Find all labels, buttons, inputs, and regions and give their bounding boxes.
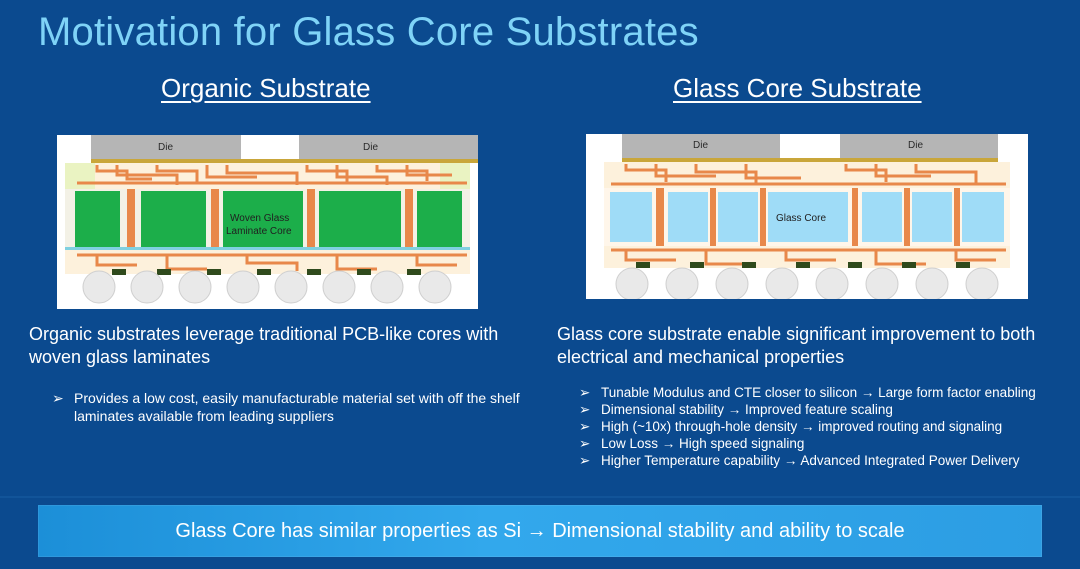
core-label-line2: Laminate Core <box>226 226 292 237</box>
list-item: ➢ Dimensional stability → Improved featur… <box>579 401 1074 418</box>
glass-core-summary: Glass core substrate enable significant … <box>557 324 1036 367</box>
die-left-label: Die <box>158 142 173 153</box>
die-right-label: Die <box>908 140 923 151</box>
glass-bullet-list: ➢ Tunable Modulus and CTE closer to silic… <box>579 384 1074 469</box>
bullet-text: Low Loss → High speed signaling <box>601 436 805 451</box>
bullet-arrow-icon: ➢ <box>579 453 591 468</box>
die-left <box>91 135 241 160</box>
bullet-text: Tunable Modulus and CTE closer to silico… <box>601 385 1036 400</box>
core-label-line1: Woven Glass <box>230 213 289 224</box>
die-right-label: Die <box>363 142 378 153</box>
organic-substrate-heading: Organic Substrate <box>161 73 371 103</box>
bullet-arrow-icon: ➢ <box>52 390 64 406</box>
glass-core-label: Glass Core <box>776 213 826 224</box>
organic-substrate-summary: Organic substrates leverage traditional … <box>29 324 499 367</box>
list-item: ➢ Tunable Modulus and CTE closer to silic… <box>579 384 1074 401</box>
bullet-arrow-icon: ➢ <box>579 436 591 451</box>
die-right <box>840 134 998 158</box>
list-item: ➢ Higher Temperature capability → Advance… <box>579 452 1074 469</box>
bullet-text: Provides a low cost, easily manufacturab… <box>74 390 520 424</box>
organic-substrate-diagram: Die Die <box>57 135 478 309</box>
bullet-arrow-icon: ➢ <box>579 402 591 417</box>
die-right <box>299 135 478 160</box>
die-left <box>622 134 780 158</box>
list-item: ➢ Low Loss → High speed signaling <box>579 435 1074 452</box>
glass-core-substrate-heading: Glass Core Substrate <box>673 73 922 103</box>
list-item: ➢ Provides a low cost, easily manufactura… <box>52 389 522 425</box>
bullet-text: Higher Temperature capability → Advanced… <box>601 453 1020 468</box>
bullet-text: High (~10x) through-hole density → impro… <box>601 419 1003 434</box>
bullet-text: Dimensional stability → Improved feature… <box>601 402 893 417</box>
conclusion-banner: Glass Core has similar properties as Si … <box>38 505 1042 557</box>
bullet-arrow-icon: ➢ <box>579 385 591 400</box>
list-item: ➢ High (~10x) through-hole density → impr… <box>579 418 1074 435</box>
organic-bullet-list: ➢ Provides a low cost, easily manufactura… <box>52 389 522 425</box>
glass-core-substrate-diagram: Die Die <box>586 134 1028 299</box>
slide-title: Motivation for Glass Core Substrates <box>38 10 699 54</box>
die-left-label: Die <box>693 140 708 151</box>
bullet-arrow-icon: ➢ <box>579 419 591 434</box>
